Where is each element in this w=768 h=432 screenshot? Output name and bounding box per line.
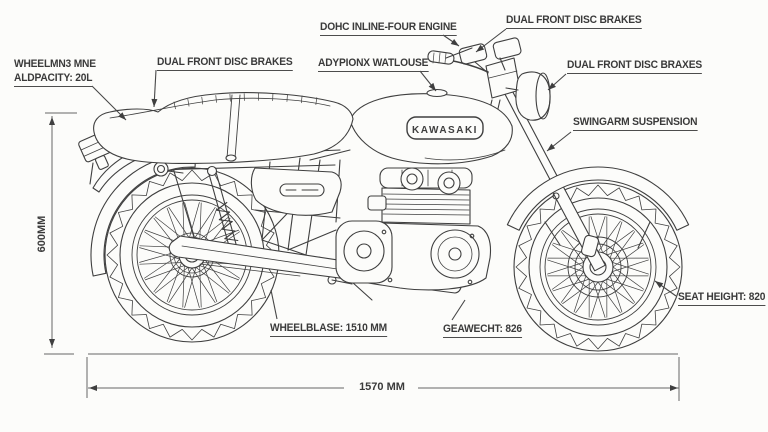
- seat: [93, 92, 354, 164]
- side-cover: [250, 167, 342, 216]
- leader-lines: [91, 28, 677, 321]
- label-seat-height: SEAT HEIGHT: 820: [678, 290, 765, 306]
- dimension-lines: [44, 112, 680, 401]
- kawasaki-badge: [406, 116, 484, 140]
- engine: [335, 167, 492, 291]
- dimension-height: 600MM: [36, 215, 48, 253]
- label-wheelbase: WHEELBLASE: 1510 MM: [270, 321, 387, 337]
- label-swingarm: SWINGARM SUSPENSION: [573, 115, 698, 131]
- label-fuel-capacity: WHEELMN3 MNE ALDPACITY: 20L: [14, 57, 96, 87]
- label-front-brakes-top-right: DUAL FRONT DISC BRAKES: [506, 13, 642, 29]
- front-fender: [506, 166, 690, 258]
- label-fuel-line2: ALDPACITY: 20L: [14, 71, 92, 87]
- label-engine: DOHC INLINE-FOUR ENGINE: [320, 20, 457, 36]
- label-fuel-line1: WHEELMN3 MNE: [14, 58, 96, 70]
- seat-stitching: [173, 93, 318, 110]
- handlebar: [427, 47, 489, 73]
- rear-wheel-spokes: [139, 202, 245, 308]
- headlight: [505, 71, 551, 121]
- label-airbox: ADYPIONX WATLOUSE: [318, 56, 429, 72]
- label-front-brakes-right: DUAL FRONT DISC BRAXES: [567, 58, 702, 74]
- brand-text: KAWASAKI: [412, 125, 478, 136]
- label-front-brakes-left: DUAL FRONT DISC BRAKES: [157, 55, 293, 71]
- fuel-tank: KAWASAKI: [349, 88, 513, 165]
- brake-caliper: [580, 234, 600, 258]
- dimension-overall-length: 1570 MM: [359, 381, 405, 393]
- label-weight: GEAWECHT: 826: [443, 322, 522, 338]
